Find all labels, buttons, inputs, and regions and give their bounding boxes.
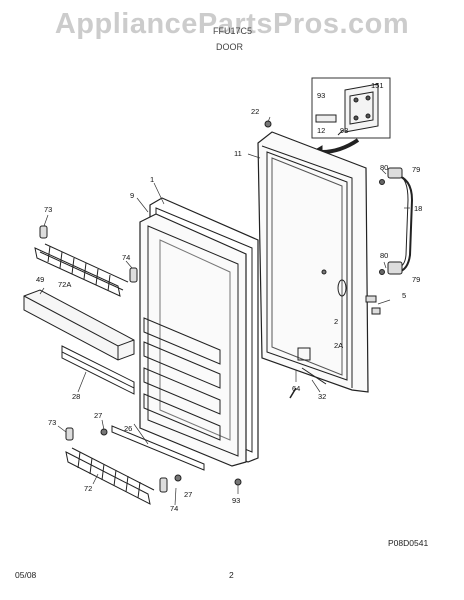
lower-rail bbox=[111, 425, 205, 471]
callout-79-bottom: 79 bbox=[412, 275, 420, 284]
callout-1: 1 bbox=[150, 175, 154, 184]
callout-12: 12 bbox=[317, 126, 325, 135]
callout-22: 22 bbox=[251, 107, 259, 116]
callout-72a: 72A bbox=[58, 280, 71, 289]
callout-2a: 2A bbox=[334, 341, 343, 350]
door-shelf-rails bbox=[143, 317, 221, 441]
bin-rail bbox=[61, 345, 135, 395]
callout-74-lower: 74 bbox=[170, 504, 178, 513]
callout-73-upper: 73 bbox=[44, 205, 52, 214]
callout-93-inset-bottom: 93 bbox=[340, 126, 348, 135]
callout-93-lower: 93 bbox=[232, 496, 240, 505]
callout-32: 32 bbox=[318, 392, 326, 401]
callout-79-top: 79 bbox=[412, 165, 420, 174]
screw-93-lower bbox=[234, 478, 242, 486]
callout-64: 64 bbox=[292, 384, 300, 393]
callout-18: 18 bbox=[414, 204, 422, 213]
latch-parts bbox=[289, 269, 381, 399]
callout-27-lower: 27 bbox=[184, 490, 192, 499]
callout-80-bottom: 80 bbox=[380, 251, 388, 260]
hinge-inset bbox=[311, 77, 391, 139]
door-handle bbox=[379, 167, 414, 275]
callout-49: 49 bbox=[36, 275, 44, 284]
callout-73-lower: 73 bbox=[48, 418, 56, 427]
outer-door-panel bbox=[257, 131, 369, 393]
clip-73-lower bbox=[65, 427, 74, 441]
drawing-code: P08D0541 bbox=[388, 538, 429, 548]
clip-74-lower bbox=[159, 477, 168, 493]
callout-27-upper: 27 bbox=[94, 411, 102, 420]
callout-93-inset-top: 93 bbox=[317, 91, 325, 100]
callout-9: 9 bbox=[130, 191, 134, 200]
footer-date: 05/08 bbox=[15, 570, 37, 580]
callout-80-top: 80 bbox=[380, 163, 388, 172]
screw-22 bbox=[264, 120, 272, 128]
callout-26: 26 bbox=[124, 424, 132, 433]
wire-shelf-upper bbox=[34, 243, 129, 297]
clip-74-upper bbox=[129, 267, 138, 283]
footer-page: 2 bbox=[229, 570, 234, 580]
model-reference: FFU17C5 bbox=[213, 26, 253, 36]
callout-74-upper: 74 bbox=[122, 253, 130, 262]
section-title: DOOR bbox=[216, 42, 243, 52]
callout-5: 5 bbox=[402, 291, 406, 300]
callout-2: 2 bbox=[334, 317, 338, 326]
clip-73-upper bbox=[39, 225, 48, 239]
callout-11: 11 bbox=[234, 149, 242, 158]
watermark: AppliancePartsPros.com bbox=[54, 8, 410, 40]
callout-72: 72 bbox=[84, 484, 92, 493]
door-bin bbox=[23, 289, 135, 361]
callout-151: 151 bbox=[371, 81, 384, 90]
inset-arrow bbox=[321, 138, 360, 154]
wire-shelf-lower bbox=[65, 447, 155, 505]
callout-28: 28 bbox=[72, 392, 80, 401]
screw-27-lower bbox=[174, 474, 182, 482]
